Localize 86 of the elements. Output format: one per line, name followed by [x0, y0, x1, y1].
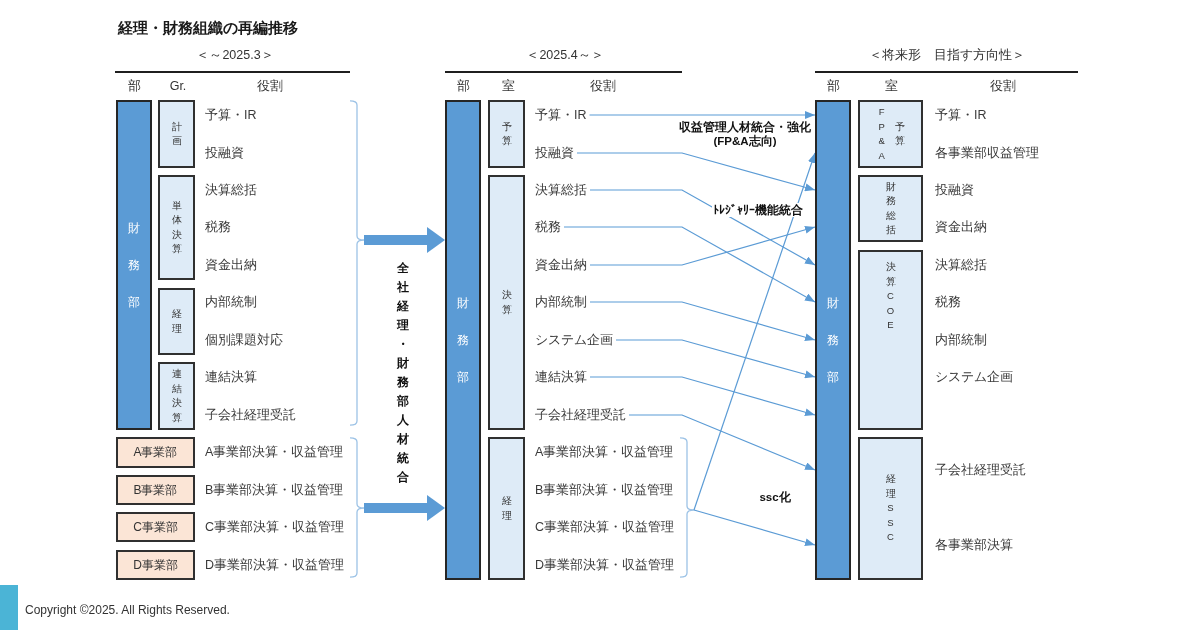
role-text: 投融資: [205, 145, 244, 161]
section-box: 経理: [158, 288, 195, 355]
section-box: 単体決算: [158, 175, 195, 280]
arrow: [589, 376, 816, 417]
title: 経理・財務組織の再編推移: [118, 19, 298, 37]
department-bar: 財務部: [445, 100, 481, 580]
section-box: 決算: [488, 175, 525, 430]
section-box: 連結決算: [158, 362, 195, 430]
copyright-text: Copyright ©2025. All Rights Reserved.: [25, 602, 230, 618]
arrow: [576, 152, 816, 192]
bracket: [350, 100, 364, 426]
role-text: 決算総括: [205, 182, 257, 198]
business-unit-box: D事業部: [116, 550, 195, 580]
section-box: 決算COE: [858, 250, 923, 430]
block-arrow: [364, 227, 445, 253]
business-unit-box: C事業部: [116, 512, 195, 542]
arrow: [628, 414, 816, 471]
section-box: 予算: [488, 100, 525, 168]
arrow: [589, 225, 816, 266]
role-text: B事業部決算・収益管理: [535, 482, 674, 498]
bracket: [680, 437, 694, 578]
role-text: 各事業部収益管理: [935, 145, 1039, 161]
role-text: 税務: [535, 219, 561, 235]
role-text: 各事業部決算: [935, 537, 1013, 553]
annotation-text: ssc化: [758, 490, 792, 504]
arrow: [693, 509, 816, 547]
role-text: 子会社経理受託: [205, 407, 296, 423]
role-text: D事業部決算・収益管理: [205, 557, 345, 573]
period-heading: ＜2025.4～＞: [526, 47, 604, 63]
department-bar: 財務部: [116, 100, 152, 430]
period-heading: ＜～2025.3＞: [196, 47, 274, 63]
role-text: C事業部決算・収益管理: [535, 519, 675, 535]
arrow: [615, 339, 816, 379]
section-box: FP&A 予算: [858, 100, 923, 168]
arrow: [589, 301, 816, 342]
arrow: [693, 152, 816, 511]
role-text: 内部統制: [935, 332, 987, 348]
role-text: 連結決算: [535, 369, 587, 385]
column-heading: 役割: [590, 78, 616, 94]
role-text: 個別課題対応: [205, 332, 283, 348]
role-text: 子会社経理受託: [935, 462, 1026, 478]
column-heading: 役割: [257, 78, 283, 94]
arrow: [589, 189, 816, 266]
role-text: B事業部決算・収益管理: [205, 482, 344, 498]
role-text: 予算・IR: [935, 107, 987, 123]
column-heading: 部: [127, 78, 141, 94]
department-bar: 財務部: [815, 100, 851, 580]
role-text: 予算・IR: [535, 107, 587, 123]
role-text: 連結決算: [205, 369, 257, 385]
arrow: [563, 226, 816, 303]
role-text: 資金出納: [205, 257, 257, 273]
role-text: システム企画: [935, 369, 1013, 385]
role-text: 決算総括: [535, 182, 587, 198]
annotation-text: 収益管理人材統合・強化(FP&A志向): [678, 120, 812, 148]
role-text: 投融資: [935, 182, 974, 198]
role-text: A事業部決算・収益管理: [535, 444, 674, 460]
column-heading: 室: [884, 78, 898, 94]
column-heading: 役割: [990, 78, 1016, 94]
role-text: 資金出納: [935, 219, 987, 235]
block-arrow: [364, 495, 445, 521]
transition-note: 全社経理・財務部人材統合: [397, 260, 409, 486]
role-text: 決算総括: [935, 257, 987, 273]
arrow: [588, 111, 816, 119]
role-text: D事業部決算・収益管理: [535, 557, 675, 573]
period-heading: ＜将来形 目指す方向性＞: [869, 47, 1025, 63]
column-heading: 室: [501, 78, 515, 94]
role-text: 資金出納: [535, 257, 587, 273]
column-heading: 部: [826, 78, 840, 94]
section-box: 計画: [158, 100, 195, 168]
business-unit-box: B事業部: [116, 475, 195, 505]
annotation-text: ﾄﾚｼﾞｬﾘｰ機能統合: [712, 203, 804, 217]
role-text: 税務: [935, 294, 961, 310]
role-text: C事業部決算・収益管理: [205, 519, 345, 535]
role-text: システム企画: [535, 332, 613, 348]
bracket: [350, 437, 364, 578]
business-unit-box: A事業部: [116, 437, 195, 468]
section-box: 経理: [488, 437, 525, 580]
section-box: 経理SSC: [858, 437, 923, 580]
role-text: 内部統制: [205, 294, 257, 310]
role-text: 内部統制: [535, 294, 587, 310]
section-box: 財務総括: [858, 175, 923, 242]
column-heading: Gr.: [169, 78, 187, 94]
role-text: 子会社経理受託: [535, 407, 626, 423]
role-text: 投融資: [535, 145, 574, 161]
column-heading: 部: [456, 78, 470, 94]
role-text: A事業部決算・収益管理: [205, 444, 344, 460]
